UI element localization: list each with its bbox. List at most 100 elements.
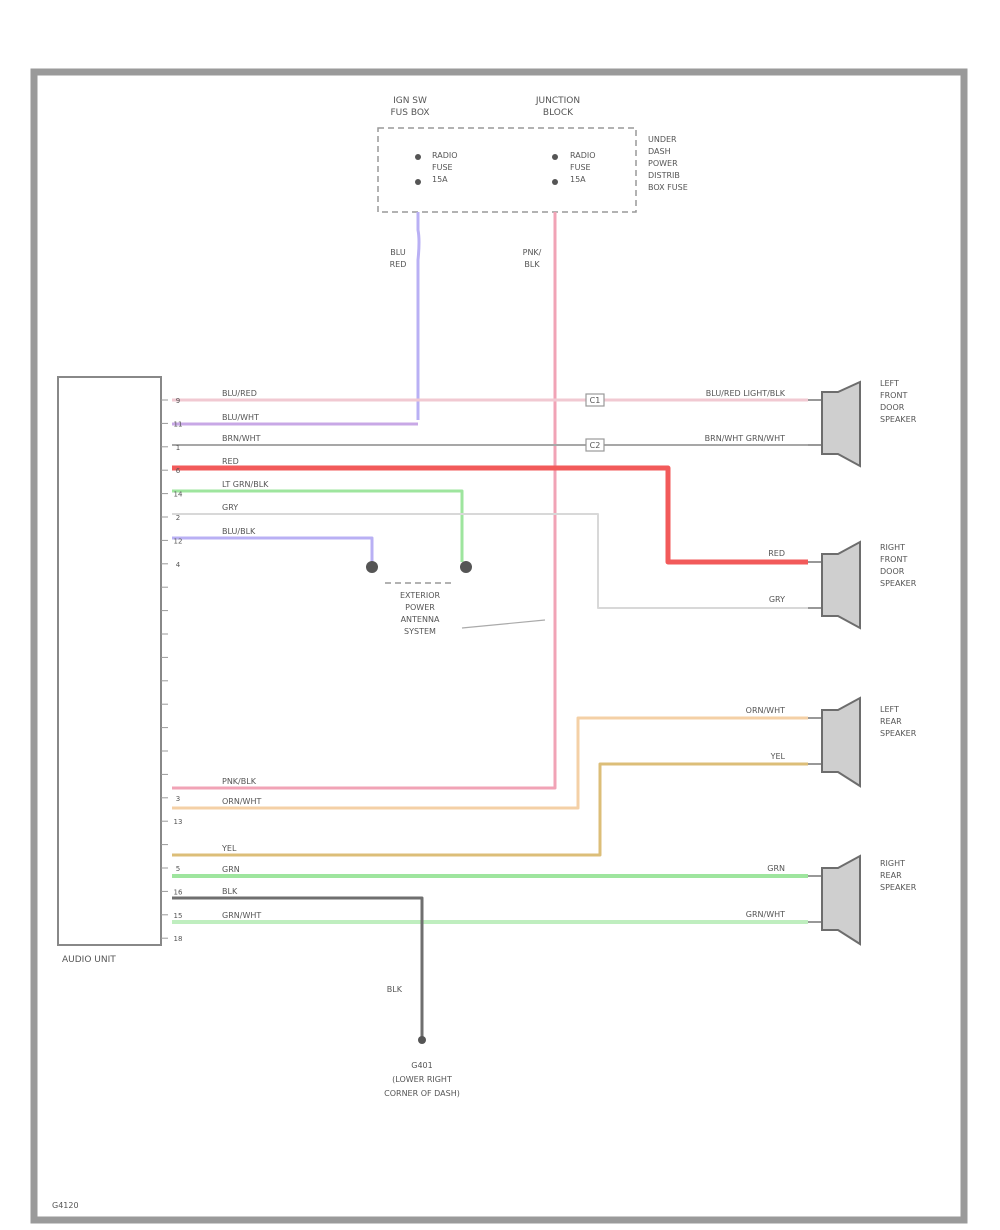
right-wire-labels: BLU/RED LIGHT/BLK BRN/WHT GRN/WHT RED GR… [705,389,786,919]
right-label-rf-1: RED [768,549,785,558]
speaker-right-front-icon [821,540,861,630]
wire-label-pnk-blk: PNK/BLK [222,777,257,786]
speaker-left-rear-label-1: LEFT [880,705,899,714]
antenna-label-2: POWER [405,603,435,612]
fuse-note-5: BOX FUSE [648,183,688,192]
inline-connector-2-label: C2 [590,441,601,450]
wires [172,212,808,1038]
speaker-left-front-icon [821,380,861,468]
speaker-left-rear-label-3: SPEAKER [880,729,917,738]
fuse-note-1: UNDER [648,135,677,144]
speaker-right-front-label-1: RIGHT [880,543,905,552]
speaker-right-rear-bracket [808,875,823,923]
fuse-block: IGN SW FUS BOX JUNCTION BLOCK RADIO FUSE… [377,96,688,269]
ground-connector [418,1036,426,1044]
fuse-left-label-1: IGN SW [393,96,427,106]
fuse-right-label-2: BLOCK [543,108,574,118]
wire-gry [172,513,808,609]
speaker-left-front-label-4: SPEAKER [880,415,917,424]
audio-unit-pin-number: 13 [174,818,183,826]
right-label-rf-2: GRY [769,595,785,604]
audio-unit-pin-number: 11 [174,420,183,428]
footer-code: G4120 [52,1201,79,1210]
inline-connector-1-label: C1 [590,396,601,405]
wire-label-blk: BLK [222,887,238,896]
wire-blu-blk [172,536,374,562]
audio-unit-pin-number: 1 [176,444,180,452]
antenna-label-3: ANTENNA [401,615,440,624]
speaker-left-front-label-3: DOOR [880,403,905,412]
wire-label-grn-wht: GRN/WHT [222,911,261,920]
fuse-left-label-2: FUS BOX [390,108,429,118]
speaker-right-front: RIGHT FRONT DOOR SPEAKER [808,540,917,630]
fuse-right-label-1: JUNCTION [535,96,580,106]
diagram-frame [30,68,968,1224]
ground-label-3: CORNER OF DASH) [384,1089,460,1098]
antenna-label-4: SYSTEM [404,627,436,636]
inline-connector-1 [585,393,605,407]
inline-connectors: C1 C2 [585,393,605,452]
speaker-right-rear-label-2: REAR [880,871,902,880]
wire-label-red: RED [222,457,239,466]
left-wire-labels: BLU/RED BLU/WHT BRN/WHT RED LT GRN/BLK G… [221,389,269,920]
right-label-lf-1: BLU/RED LIGHT/BLK [706,389,786,398]
fuse-right-inner-3: 15A [570,175,586,184]
audio-unit-pin-number: 14 [174,491,183,499]
wire-label-blu-wht: BLU/WHT [222,413,259,422]
right-label-lf-2: BRN/WHT GRN/WHT [705,434,785,443]
fuse-wire-label-left-1: BLU [390,248,406,257]
fuse-right-terminal-top [552,154,558,160]
audio-unit-pin-number: 18 [174,935,183,943]
fuse-wire-label-right-1: PNK/ [523,248,542,257]
wire-blk-ground [172,896,424,1038]
antenna-system: EXTERIOR POWER ANTENNA SYSTEM [366,561,472,636]
inline-connector-2 [585,438,605,452]
speaker-left-rear-icon [821,696,861,788]
audio-unit-pin-number: 2 [176,514,180,522]
fuse-left-inner-3: 15A [432,175,448,184]
right-label-rr-2: GRN/WHT [746,910,785,919]
antenna-label-1: EXTERIOR [400,591,441,600]
wire-pink-fuse [172,212,557,790]
wire-label-gry: GRY [222,503,238,512]
fuse-wire-label-right-2: BLK [524,260,540,269]
speaker-left-front-bracket [808,399,823,446]
speaker-left-rear-label-2: REAR [880,717,902,726]
wire-yel [172,762,808,857]
antenna-connector-right [460,561,472,573]
speaker-right-rear-icon [821,854,861,946]
speaker-left-rear-bracket [808,717,823,765]
speaker-right-front-label-3: DOOR [880,567,905,576]
wire-label-blu-red: BLU/RED [222,389,257,398]
speaker-right-front-label-4: SPEAKER [880,579,917,588]
wire-blue-fuse [416,212,421,420]
ground-point: BLK G401 (LOWER RIGHT CORNER OF DASH) [384,985,460,1098]
fuse-left-inner-2: FUSE [432,163,453,172]
fuse-wire-label-left-2: RED [390,260,407,269]
fuse-note-4: DISTRIB [648,171,680,180]
speaker-left-front: LEFT FRONT DOOR SPEAKER [808,379,917,468]
ground-wire-label: BLK [387,985,403,994]
fuse-right-inner-1: RADIO [570,151,596,160]
antenna-leader [461,619,546,629]
wire-label-yel: YEL [221,844,237,853]
right-label-lr-1: ORN/WHT [746,706,785,715]
audio-unit-box [57,376,162,946]
wire-red [172,465,808,565]
antenna-connector-left [366,561,378,573]
ground-label-1: G401 [411,1061,432,1070]
wire-label-lt-grn-blk: LT GRN/BLK [222,480,269,489]
fuse-note-3: POWER [648,159,678,168]
speaker-right-front-bracket [808,561,823,609]
fuse-left-inner-1: RADIO [432,151,458,160]
audio-unit-label: AUDIO UNIT [62,955,116,965]
right-label-lr-2: YEL [770,752,786,761]
audio-unit-pin-number: 6 [176,467,181,475]
speaker-left-rear: LEFT REAR SPEAKER [808,696,917,788]
wire-label-brn-wht: BRN/WHT [222,434,261,443]
fuse-right-inner-2: FUSE [570,163,591,172]
right-label-rr-1: GRN [767,864,785,873]
speaker-right-rear-label-1: RIGHT [880,859,905,868]
